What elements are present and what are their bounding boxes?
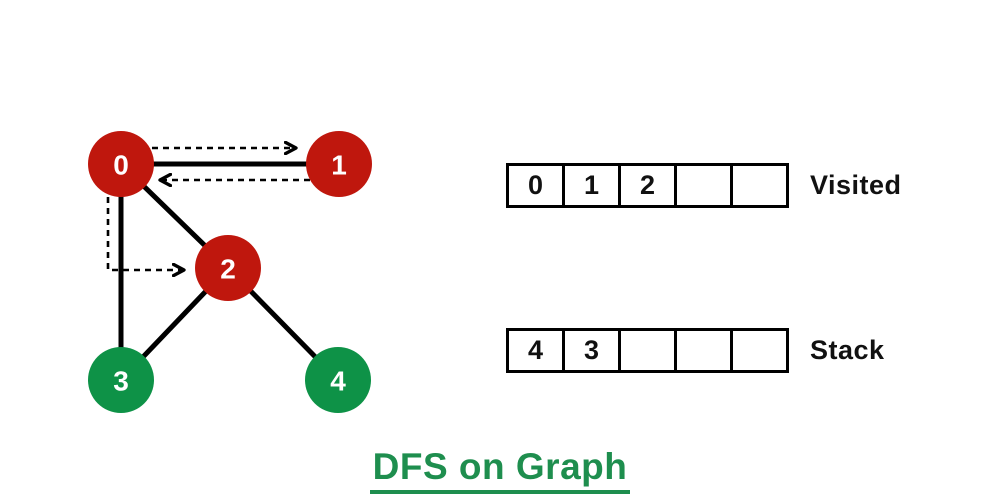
- stack-cell-3: [677, 331, 733, 370]
- node-3-circle: [88, 347, 154, 413]
- graph-node-3: 3: [88, 347, 154, 413]
- page-title: DFS on Graph: [369, 446, 631, 494]
- node-1-circle: [306, 131, 372, 197]
- stack-array: 4 3 Stack: [506, 328, 885, 373]
- stack-cell-4: [733, 331, 786, 370]
- title-row: DFS on Graph: [0, 446, 1000, 494]
- stack-array-label: Stack: [810, 335, 885, 365]
- stack-cell-2: [621, 331, 677, 370]
- stack-cell-1: 3: [565, 331, 621, 370]
- traversal-arrow-0-to-2: [106, 197, 184, 270]
- visited-cell-0: 0: [509, 166, 565, 205]
- visited-array: 0 1 2 Visited: [506, 163, 902, 208]
- node-4-label: 4: [330, 366, 346, 397]
- node-0-label: 0: [113, 150, 129, 181]
- graph-panel: 0 1 2 3 4: [88, 131, 372, 413]
- graph-node-2: 2: [195, 235, 261, 301]
- graph-node-4: 4: [305, 347, 371, 413]
- node-3-label: 3: [113, 366, 129, 397]
- graph-node-1: 1: [306, 131, 372, 197]
- visited-array-cells: 0 1 2: [506, 163, 789, 208]
- visited-cell-4: [733, 166, 786, 205]
- visited-array-label: Visited: [810, 170, 902, 200]
- graph-node-0: 0: [88, 131, 154, 197]
- stack-cell-0: 4: [509, 331, 565, 370]
- node-4-circle: [305, 347, 371, 413]
- node-2-circle: [195, 235, 261, 301]
- visited-cell-2: 2: [621, 166, 677, 205]
- stack-array-cells: 4 3: [506, 328, 789, 373]
- visited-cell-1: 1: [565, 166, 621, 205]
- node-2-label: 2: [220, 254, 236, 285]
- node-0-circle: [88, 131, 154, 197]
- node-1-label: 1: [331, 150, 347, 181]
- visited-cell-3: [677, 166, 733, 205]
